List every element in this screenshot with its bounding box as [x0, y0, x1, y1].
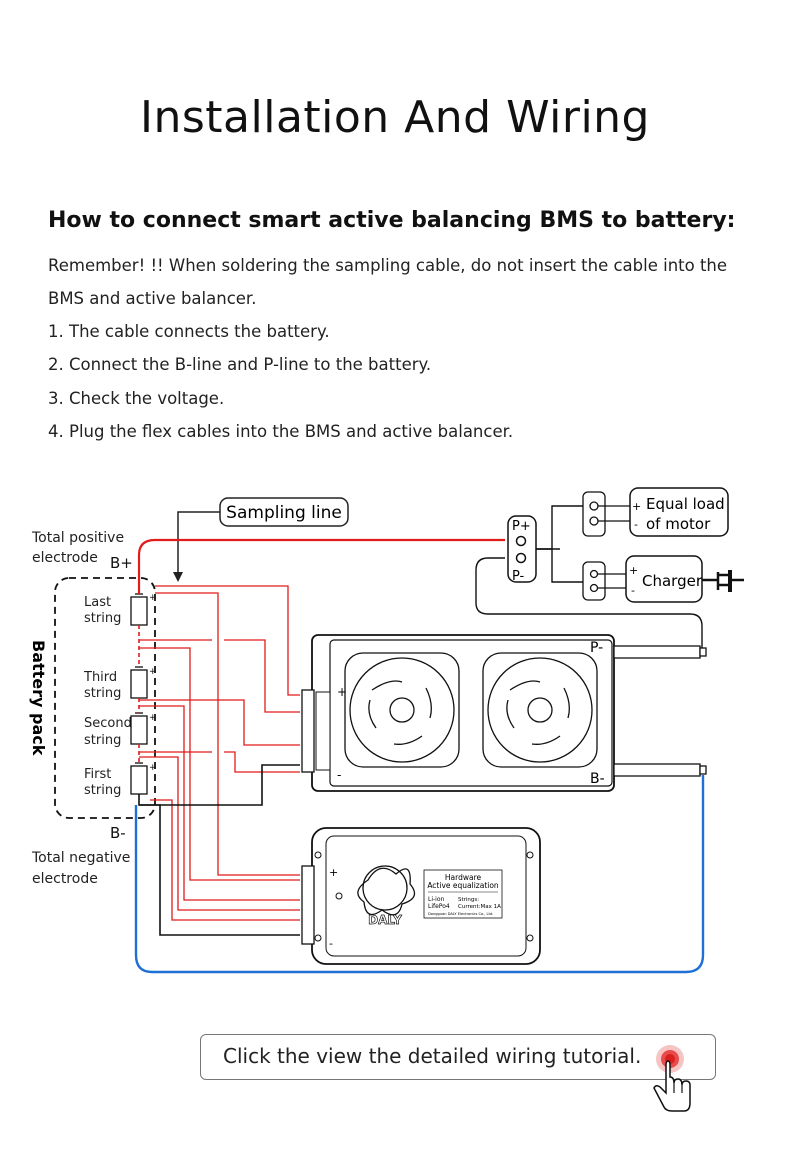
svg-text:-: - — [634, 518, 638, 531]
string-last-2: string — [84, 611, 121, 626]
balancer-label-2: Active equalization — [427, 881, 499, 890]
step-1: 1. The cable connects the battery. — [48, 322, 330, 341]
balancer-label-1: Hardware — [445, 873, 482, 882]
output-wires — [475, 505, 703, 652]
wiring-diagram: Sampling line Total positive electrode B… — [29, 487, 744, 974]
charger-label: Charger — [642, 572, 703, 590]
balancer-spec-1: Li-ion — [428, 896, 445, 903]
string-third-2: string — [84, 686, 121, 701]
bms-unit: + - P- B- — [301, 634, 707, 792]
b-minus-label: B- — [110, 824, 126, 842]
step-2: 2. Connect the B-line and P-line to the … — [48, 355, 432, 374]
load-terminal — [582, 491, 606, 537]
bms-b-minus: B- — [590, 771, 605, 787]
reminder-text-line-2: BMS and active balancer. — [48, 289, 257, 308]
battery-pack-label: Battery pack — [29, 640, 48, 756]
total-positive-label-1: Total positive — [31, 530, 124, 546]
cell-polarity: + + + + — [149, 593, 157, 773]
step-3: 3. Check the voltage. — [48, 389, 225, 408]
b-plus-label: B+ — [110, 554, 133, 572]
plug-icon — [702, 570, 744, 592]
string-second-2: string — [84, 733, 121, 748]
total-positive-label-2: electrode — [32, 550, 98, 566]
load-box — [629, 487, 729, 537]
tutorial-button-label: Click the view the detailed wiring tutor… — [223, 1044, 642, 1068]
sampling-line-label: Sampling line — [226, 503, 342, 523]
svg-text:-: - — [329, 937, 333, 950]
svg-text:+: + — [632, 500, 641, 513]
balancer-spec-4: Current:Max 1A — [458, 904, 501, 910]
string-second-1: Second — [84, 716, 132, 731]
p-minus-label: P- — [512, 569, 525, 584]
svg-text:-: - — [337, 768, 341, 782]
svg-text:+: + — [149, 667, 157, 677]
total-negative-label-2: electrode — [32, 871, 98, 887]
cell-first — [130, 765, 148, 795]
step-4: 4. Plug the flex cables into the BMS and… — [48, 422, 514, 441]
string-first-2: string — [84, 783, 121, 798]
daly-logo-icon — [357, 865, 416, 916]
tutorial-button[interactable]: Click the view the detailed wiring tutor… — [200, 1034, 716, 1112]
load-label-1: Equal load — [646, 495, 725, 513]
svg-text:+: + — [149, 593, 157, 603]
load-label-2: of motor — [646, 515, 711, 533]
balancer-spec-3: Strings: — [458, 897, 479, 903]
charger-terminal — [582, 561, 606, 601]
string-third-1: Third — [83, 670, 117, 685]
cell-second — [130, 715, 148, 745]
string-last-1: Last — [84, 595, 111, 610]
svg-text:-: - — [631, 584, 635, 597]
balancer-spec-2: LifePo4 — [428, 903, 450, 910]
total-negative-label-1: Total negative — [31, 850, 130, 866]
svg-text:+: + — [629, 564, 638, 577]
page-title: Installation And Wiring — [140, 92, 650, 143]
string-first-1: First — [84, 767, 111, 782]
bms-p-minus: P- — [590, 640, 603, 656]
section-heading: How to connect smart active balancing BM… — [48, 208, 736, 233]
balancer-maker: Dongguan DALY Electronics Co., Ltd. — [428, 912, 493, 916]
svg-text:+: + — [329, 866, 338, 879]
negative-wires — [138, 764, 300, 936]
active-balancer: + - DALY Hardware Active equalization Li… — [301, 827, 541, 965]
positive-main-wire — [137, 538, 505, 594]
sampling-arrow-line — [177, 511, 220, 576]
b-minus-blue-wire — [134, 775, 705, 974]
cell-last — [130, 596, 148, 626]
cell-third — [130, 669, 148, 699]
sampling-wires — [139, 585, 300, 921]
balancer-brand: DALY — [368, 913, 402, 927]
svg-text:+: + — [337, 685, 347, 699]
sampling-arrow-head — [173, 572, 183, 582]
battery-pack-outline — [54, 577, 156, 819]
svg-text:+: + — [149, 763, 157, 773]
hand-pointer-icon — [653, 1045, 691, 1112]
svg-text:+: + — [149, 713, 157, 723]
p-plus-label: P+ — [512, 519, 531, 534]
bms-fans — [344, 652, 598, 768]
reminder-text-line-1: Remember! !! When soldering the sampling… — [48, 256, 728, 275]
